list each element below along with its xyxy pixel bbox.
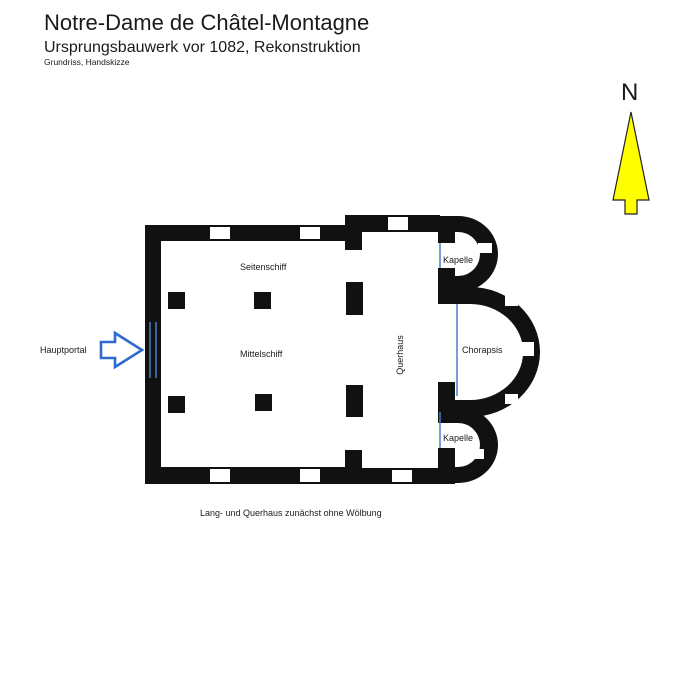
- nave-north-wall: [145, 225, 345, 241]
- transept-nw-corner: [345, 215, 362, 250]
- label-mittelschiff: Mittelschiff: [240, 349, 283, 359]
- window: [505, 296, 518, 306]
- window: [521, 342, 534, 356]
- window: [505, 394, 518, 404]
- label-chorapsis: Chorapsis: [462, 345, 503, 355]
- window: [210, 469, 230, 482]
- openings: [149, 243, 458, 448]
- north-chapel-wall: [438, 216, 498, 292]
- crossing-pier: [346, 282, 363, 315]
- south-chapel-wall: [438, 407, 498, 483]
- west-facade: [145, 225, 161, 484]
- label-querhaus: Querhaus: [395, 335, 405, 375]
- window: [478, 243, 492, 253]
- transept-sw-corner: [345, 450, 362, 484]
- window: [300, 227, 320, 239]
- main-apse-wall: [438, 287, 540, 417]
- nave-south-wall: [145, 467, 345, 484]
- pier: [168, 292, 185, 309]
- pier: [255, 394, 272, 411]
- page-note: Grundriss, Handskizze: [44, 57, 130, 67]
- north-arrow-icon: [612, 111, 650, 215]
- window: [470, 449, 484, 459]
- plan-caption: Lang- und Querhaus zunächst ohne Wölbung: [200, 508, 382, 518]
- crossing-pier: [346, 385, 363, 417]
- north-label: N: [621, 79, 638, 106]
- window: [392, 470, 412, 482]
- label-kapelle-south: Kapelle: [443, 433, 473, 443]
- label-hauptportal: Hauptportal: [40, 345, 87, 355]
- pier: [254, 292, 271, 309]
- page-subtitle: Ursprungsbauwerk vor 1082, Rekonstruktio…: [44, 39, 361, 56]
- label-kapelle-north: Kapelle: [443, 255, 473, 265]
- window: [388, 217, 408, 230]
- windows: [210, 217, 534, 482]
- label-seitenschiff: Seitenschiff: [240, 262, 287, 272]
- page-title: Notre-Dame de Châtel-Montagne: [44, 10, 369, 35]
- window: [210, 227, 230, 239]
- window: [300, 469, 320, 482]
- pier: [168, 396, 185, 413]
- portal-arrow-icon: [99, 330, 145, 370]
- piers: [168, 282, 363, 417]
